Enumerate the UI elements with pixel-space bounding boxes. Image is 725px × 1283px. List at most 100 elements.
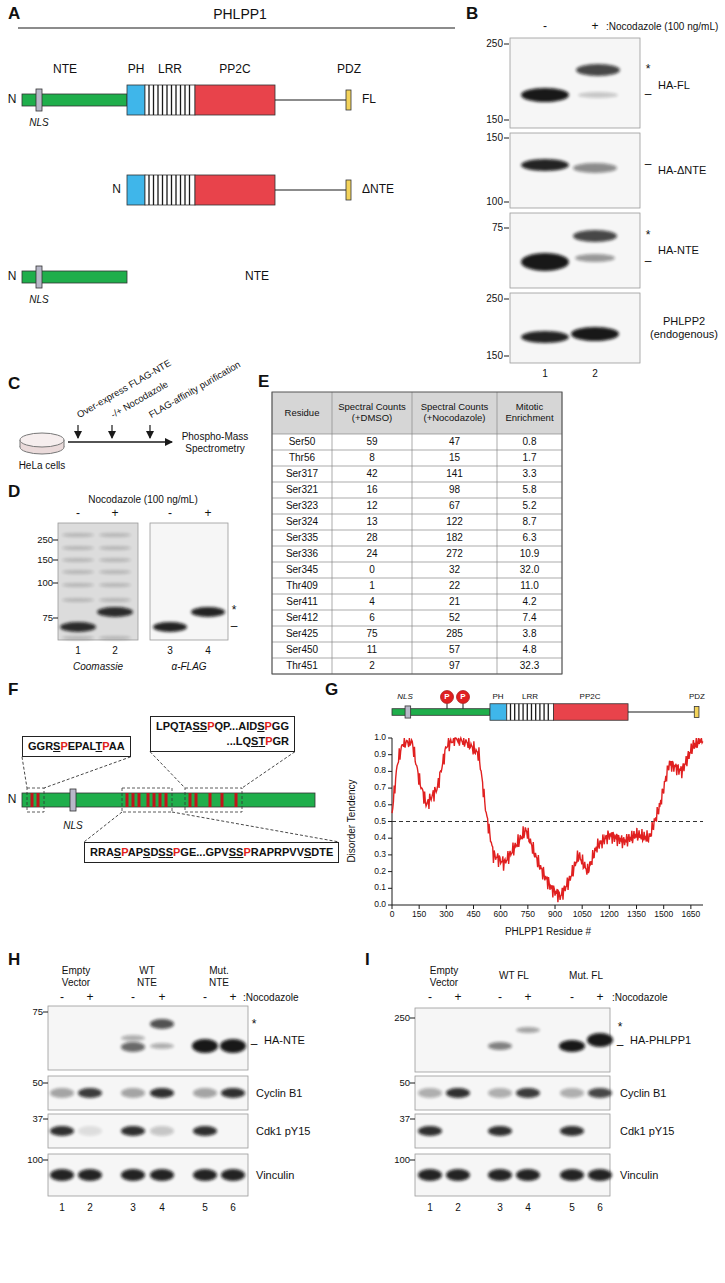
table-rule [272, 626, 562, 627]
protein-band [560, 1088, 584, 1098]
group-label: WT FL [497, 970, 531, 982]
blot-membrane [48, 1114, 248, 1148]
protein-band [62, 533, 94, 537]
table-cell: 5.2 [523, 500, 537, 512]
ph-domain [490, 704, 507, 721]
table-cell: 12 [366, 500, 377, 512]
table-cell: 16 [366, 484, 377, 496]
protein-band [99, 583, 131, 587]
residue: T [179, 720, 185, 732]
linker [275, 189, 346, 190]
lrr-repeat [531, 704, 532, 721]
residue: D [249, 720, 257, 732]
group-label: Empty Vector [421, 965, 467, 988]
table-rule [272, 546, 562, 547]
phospho-mark: P [460, 692, 465, 701]
blot-membrane [415, 1154, 610, 1196]
protein-band [99, 546, 131, 550]
table-cell: 98 [449, 484, 460, 496]
treatment-sign: - [570, 991, 574, 1005]
marker-tick [410, 1018, 415, 1019]
table-cell: 8 [369, 452, 375, 464]
nls-motif [36, 266, 42, 288]
residue: . [227, 735, 230, 747]
residue: A [185, 720, 193, 732]
mw-marker: 250 [37, 535, 53, 546]
axis-tick [582, 905, 583, 909]
residue: S [53, 740, 60, 752]
callout-leader [150, 752, 185, 788]
table-rule [272, 498, 562, 499]
step-label: Phospho-Mass Spectrometry [175, 431, 255, 454]
protein-band [418, 1126, 442, 1136]
domain-label: LRR [158, 63, 182, 77]
table-cell: 22 [449, 580, 460, 592]
protein-band [50, 1126, 74, 1136]
tick-label: 0 [390, 910, 395, 920]
treatment-sign: - [60, 991, 64, 1005]
mw-marker: 50 [399, 1078, 410, 1089]
stain-label: α-FLAG [171, 661, 206, 673]
residue: A [128, 846, 136, 858]
protein-band [78, 1088, 102, 1098]
table-rule [272, 658, 562, 659]
table-header: Residue [276, 408, 328, 419]
table-cell: Thr56 [289, 452, 315, 464]
table-rule [332, 392, 333, 674]
treatment-label: :Nocodazole (100 ng/mL) [606, 21, 718, 33]
axis-tick [636, 905, 637, 909]
marker-tick [53, 560, 58, 561]
lrr-domain [145, 175, 195, 205]
axis-tick [388, 838, 392, 839]
table-cell: 8.7 [523, 516, 537, 528]
protein-band [191, 607, 225, 617]
protein-band [573, 230, 617, 242]
blot-membrane [150, 523, 228, 640]
terminus-label: N [112, 183, 121, 197]
blot-label: HA-FL [658, 79, 690, 92]
band-marker: – [645, 255, 652, 269]
protein-band [50, 1169, 74, 1181]
lane-number: 2 [87, 1202, 93, 1214]
blot-membrane [415, 1114, 610, 1148]
lrr-repeat [171, 85, 172, 115]
axis-tick [392, 905, 393, 909]
blot-label: Cdk1 pY15 [620, 1125, 674, 1138]
table-header-fill [272, 392, 562, 434]
residue: . [230, 735, 233, 747]
tick-label: 0.0 [374, 900, 386, 910]
treatment-sign: + [229, 991, 236, 1005]
panel-letter: C [8, 374, 20, 394]
table-cell: Ser317 [286, 468, 318, 480]
table-cell: 10.9 [520, 548, 539, 560]
blot-membrane [48, 1154, 248, 1196]
domain-label: PH [492, 692, 503, 701]
protein-band [153, 622, 187, 632]
table-cell: Ser425 [286, 628, 318, 640]
protein-band [78, 1126, 102, 1136]
workflow-arrow [68, 441, 172, 442]
protein-band [588, 1169, 612, 1181]
residue: P [163, 720, 170, 732]
culture-dish [20, 433, 64, 447]
blot-membrane [48, 1076, 248, 1110]
residue: R [90, 846, 98, 858]
table-cell: 3.3 [523, 468, 537, 480]
residue: P [102, 740, 109, 752]
treatment-sign: + [454, 991, 461, 1005]
blot-label: Cdk1 pY15 [256, 1125, 310, 1138]
mw-marker: 150 [486, 132, 503, 144]
blot-membrane [48, 1006, 248, 1070]
table-cell: 122 [446, 516, 463, 528]
table-cell: 6 [369, 612, 375, 624]
lane-number: 1 [75, 645, 81, 657]
band-marker: * [252, 1018, 257, 1032]
table-cell: 57 [449, 644, 460, 656]
protein-band [97, 607, 133, 617]
nte-bar [22, 793, 315, 807]
tick-label: 0.5 [374, 817, 386, 827]
step-arrow [111, 425, 112, 438]
mw-marker: 250 [486, 293, 503, 305]
table-cell: 3.8 [523, 628, 537, 640]
site-cluster-box [185, 788, 242, 812]
